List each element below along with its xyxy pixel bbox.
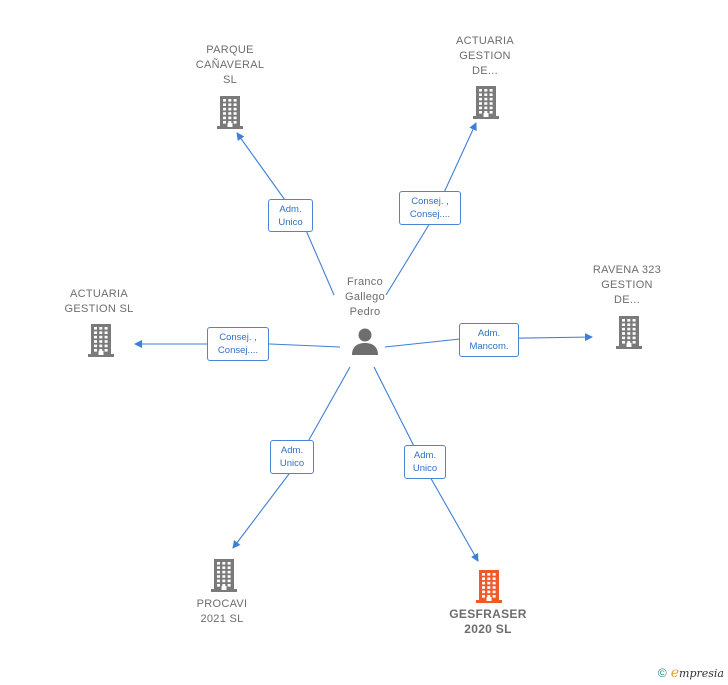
role-text: Consej. ,: [411, 196, 449, 207]
role-label-ravena[interactable]: Adm. Mancom.: [459, 323, 519, 357]
role-label-actuaria_sl[interactable]: Consej. , Consej....: [207, 327, 269, 361]
building-icon[interactable]: [216, 95, 244, 134]
building-icon[interactable]: [472, 85, 500, 124]
company-label-actuaria_de[interactable]: ACTUARIA GESTION DE...: [455, 35, 515, 77]
role-text: Adm.: [280, 445, 304, 456]
company-label-parque[interactable]: PARQUE CAÑAVERAL SL: [195, 44, 265, 86]
company-label-ravena[interactable]: RAVENA 323 GESTION DE...: [592, 264, 662, 306]
copyright-icon: ©: [657, 666, 667, 680]
role-text: Adm.: [413, 450, 437, 461]
building-icon[interactable]: [87, 323, 115, 362]
edge-actuaria_sl: [134, 340, 341, 348]
role-label-gesfraser[interactable]: Adm. Unico: [404, 445, 446, 479]
person-name: Franco Gallego Pedro: [344, 276, 385, 318]
role-text: Unico: [278, 217, 303, 228]
empresia-logo[interactable]: empresia: [670, 665, 724, 681]
company-label-actuaria_sl[interactable]: ACTUARIA GESTION SL: [64, 288, 134, 315]
role-text: Consej. ,: [219, 332, 257, 343]
footer: © empresia: [658, 665, 724, 681]
role-text: Adm.: [279, 204, 302, 215]
person-node[interactable]: Franco Gallego Pedro: [325, 275, 405, 356]
role-text: Mancom.: [469, 341, 509, 352]
building-icon[interactable]: [210, 558, 238, 597]
role-text: Unico: [279, 458, 305, 469]
role-text: Consej....: [217, 345, 259, 356]
company-label-procavi[interactable]: PROCAVI 2021 SL: [196, 598, 248, 625]
role-label-parque[interactable]: Adm. Unico: [268, 199, 313, 232]
building-icon[interactable]: [615, 315, 643, 354]
building-icon[interactable]: [475, 569, 503, 608]
company-label-gesfraser[interactable]: GESFRASER 2020 SL: [449, 607, 527, 636]
role-text: Adm.: [477, 328, 501, 339]
role-label-procavi[interactable]: Adm. Unico: [270, 440, 314, 474]
role-text: Consej....: [409, 209, 451, 220]
person-icon: [352, 328, 378, 355]
role-label-actuaria_de[interactable]: Consej. , Consej....: [399, 191, 461, 225]
role-text: Unico: [412, 463, 438, 474]
